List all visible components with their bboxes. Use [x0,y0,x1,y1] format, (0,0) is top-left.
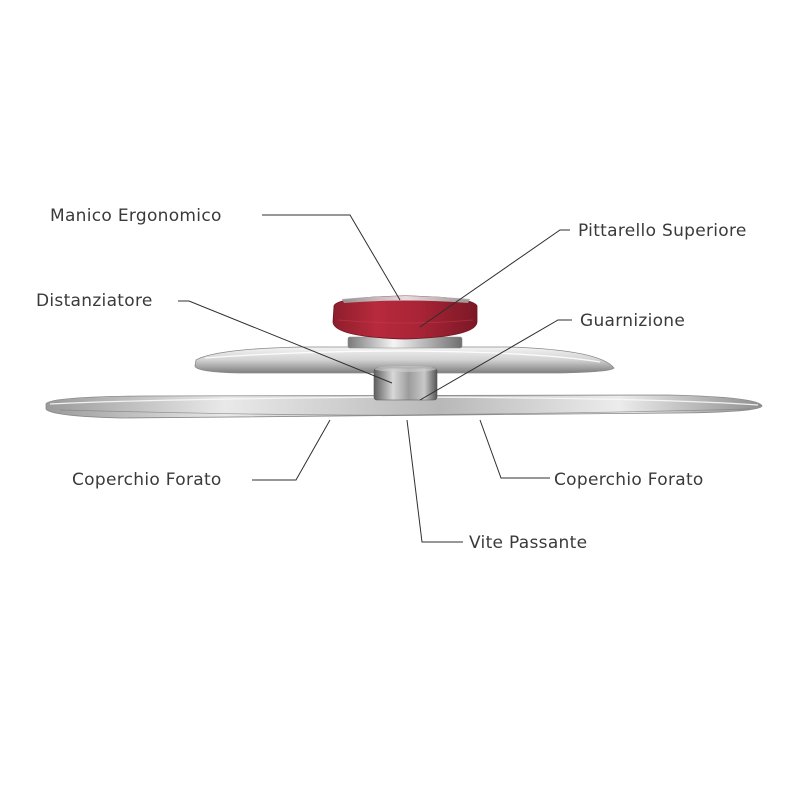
label-gasket: Guarnizione [580,311,685,331]
label-screw: Vite Passante [469,533,587,553]
red-knob [332,295,478,340]
leader-lid-left [252,419,331,481]
upper-disc [194,346,615,374]
leader-top-knob [419,229,570,328]
leader-screw [406,419,463,543]
label-lid-left: Coperchio Forato [72,470,222,490]
label-lid-right: Coperchio Forato [554,470,704,490]
leader-lid-right [479,419,550,479]
labels: Manico Ergonomico Pittarello Superiore D… [36,206,747,553]
label-top-knob: Pittarello Superiore [578,221,747,241]
spacer [373,366,438,401]
label-handle: Manico Ergonomico [50,206,222,226]
leader-spacer [178,300,393,384]
leader-lines [178,214,572,543]
label-spacer: Distanziatore [36,291,153,311]
leader-gasket [419,319,572,401]
leader-handle [262,214,401,301]
